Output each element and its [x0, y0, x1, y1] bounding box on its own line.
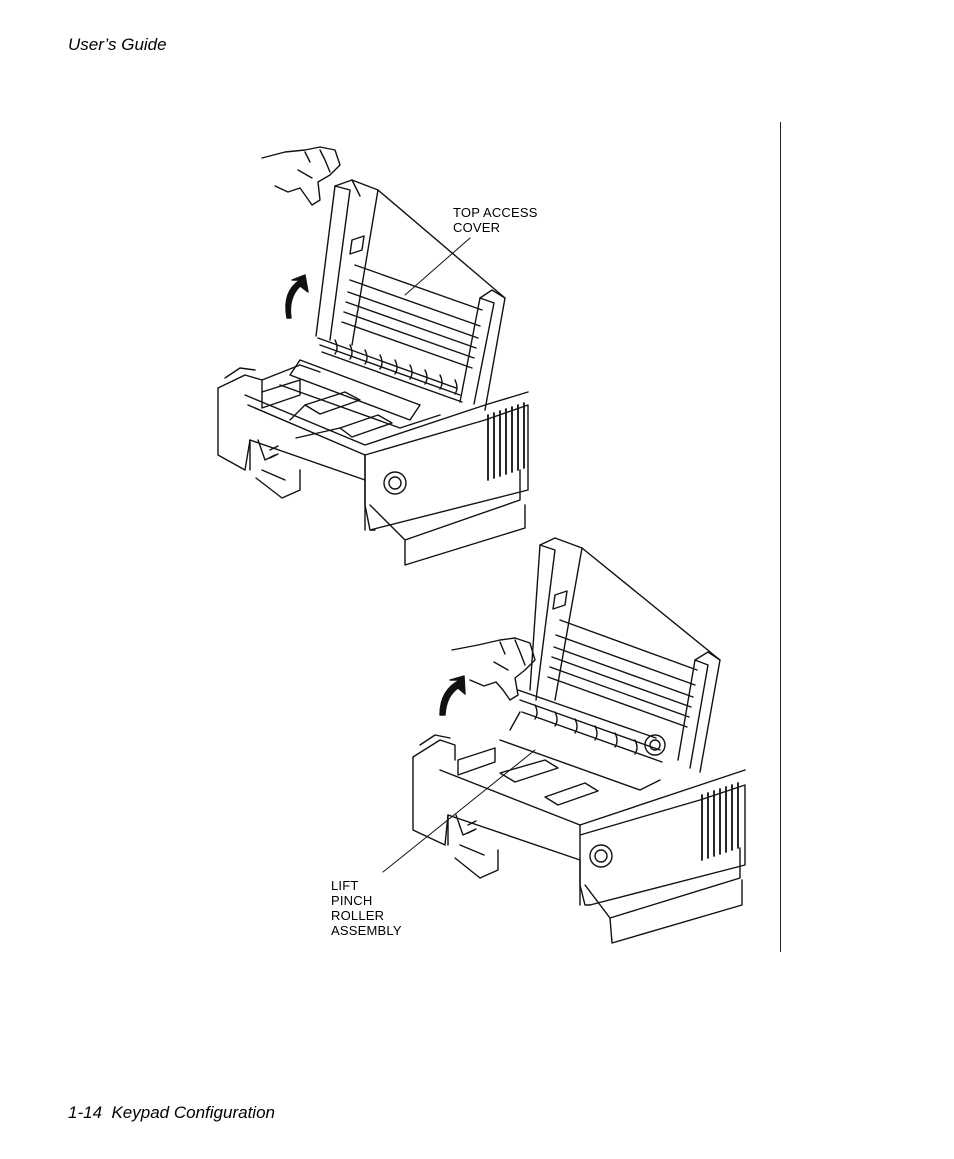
printer-top-illustration [217, 146, 529, 566]
callout-line: TOP ACCESS [453, 205, 538, 220]
running-footer: 1-14 Keypad Configuration [68, 1103, 275, 1122]
printer-bottom-illustration [382, 537, 746, 944]
callout-line: COVER [453, 220, 501, 235]
callout-line: ASSEMBLY [331, 923, 402, 938]
callout-top-access-cover: TOP ACCESS COVER [453, 205, 538, 235]
running-header: User’s Guide [68, 35, 167, 54]
margin-rule [780, 122, 781, 952]
callout-line: LIFT [331, 878, 359, 893]
callout-line: ROLLER [331, 908, 385, 923]
callout-lift-pinch-roller: LIFT PINCH ROLLER ASSEMBLY [331, 878, 402, 938]
callout-line: PINCH [331, 893, 373, 908]
